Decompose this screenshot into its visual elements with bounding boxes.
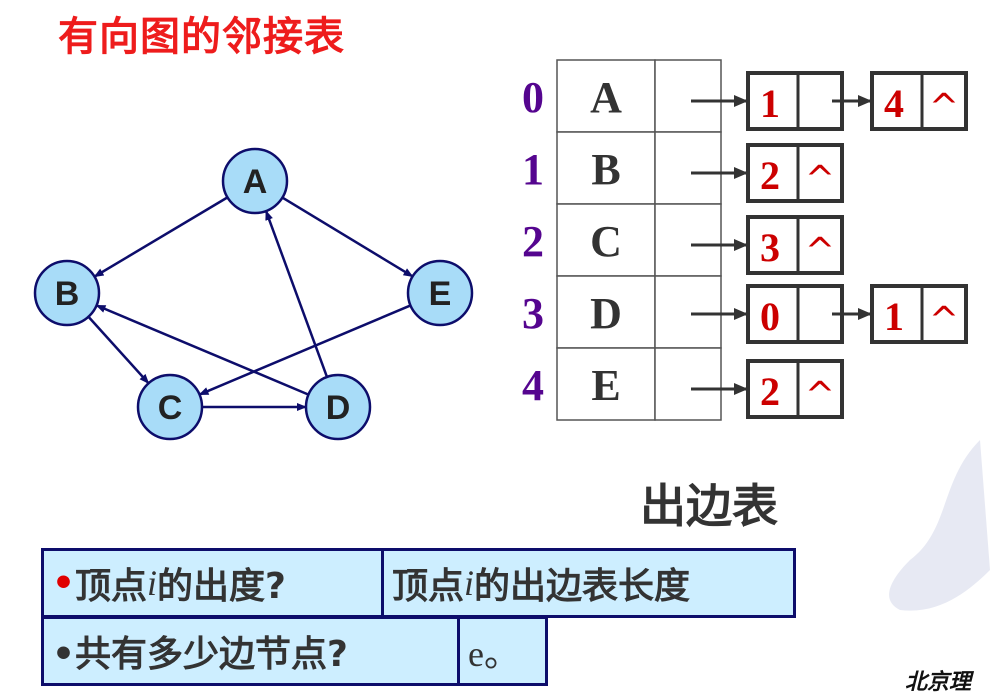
vertex-index: 1	[522, 145, 544, 194]
adjacent-vertex-index: 1	[884, 294, 904, 339]
edge-A-E	[281, 196, 414, 278]
adjacent-vertex-index: 2	[760, 153, 780, 198]
adjacent-vertex-index: 4	[884, 81, 904, 126]
graph-node-label: D	[326, 389, 351, 427]
first-edge-pointer-cell	[654, 59, 722, 133]
edge-node	[746, 359, 844, 419]
vertex-index: 4	[522, 361, 544, 410]
q1-text: 顶点	[75, 566, 148, 607]
first-edge-pointer-cell	[654, 131, 722, 205]
vertex-label: A	[590, 73, 622, 122]
edge-D-B	[95, 304, 309, 396]
university-emblem-watermark	[880, 440, 990, 620]
null-pointer-symbol: ^	[929, 300, 959, 341]
q1-var: i	[147, 563, 158, 603]
slide-title: 有向图的邻接表	[58, 14, 345, 60]
vertex-cell	[556, 347, 656, 421]
null-pointer-symbol: ^	[805, 159, 835, 200]
vertex-cell	[556, 59, 656, 133]
edge-D-A	[264, 210, 329, 378]
edge-node	[746, 143, 844, 203]
edge-node	[746, 215, 844, 275]
a1-text-post: 的出边表长度	[474, 566, 691, 607]
graph-node-label: B	[55, 275, 80, 313]
graph-node-B	[33, 259, 101, 327]
adjacent-vertex-index: 0	[760, 294, 780, 339]
a1-text: 顶点	[392, 566, 465, 607]
edge-node	[870, 71, 968, 131]
vertex-label: B	[591, 145, 620, 194]
adjacent-vertex-index: 3	[760, 225, 780, 270]
first-edge-pointer-cell	[654, 275, 722, 349]
vertex-label: E	[591, 361, 620, 410]
first-edge-pointer-cell	[654, 347, 722, 421]
out-edge-table-label: 出边表	[640, 479, 778, 533]
university-logo-text: 北京理	[905, 669, 972, 695]
vertex-label: C	[590, 217, 622, 266]
graph-node-E	[406, 259, 474, 327]
graph-node-label: C	[158, 389, 183, 427]
edge-A-B	[93, 196, 229, 278]
graph-node-A	[221, 147, 289, 215]
answer-out-degree: 顶点 i 的出边表长度	[381, 548, 796, 618]
graph-node-C	[136, 373, 204, 441]
question-edge-count: •共有多少边节点?	[41, 616, 461, 686]
edge-E-C	[198, 304, 412, 396]
vertex-index: 2	[522, 217, 544, 266]
vertex-label: D	[590, 289, 622, 338]
a2-text: e。	[468, 634, 520, 674]
null-pointer-symbol: ^	[805, 231, 835, 272]
edge-node	[870, 284, 968, 344]
q1-text-post: 的出度?	[157, 566, 286, 607]
edge-B-C	[87, 315, 150, 385]
adjacent-vertex-index: 2	[760, 369, 780, 414]
vertex-index: 0	[522, 73, 544, 122]
null-pointer-symbol: ^	[805, 375, 835, 416]
graph-node-D	[304, 373, 372, 441]
adjacent-vertex-index: 1	[760, 81, 780, 126]
q2-text: •共有多少边节点?	[52, 634, 348, 675]
answer-edge-count: e。	[457, 616, 548, 686]
vertex-index: 3	[522, 289, 544, 338]
graph-node-label: A	[243, 163, 268, 201]
a1-var: i	[464, 563, 475, 603]
null-pointer-symbol: ^	[929, 87, 959, 128]
first-edge-pointer-cell	[654, 203, 722, 277]
graph-node-label: E	[429, 275, 452, 313]
bullet: •	[52, 562, 76, 604]
vertex-cell	[556, 275, 656, 349]
question-out-degree: •顶点 i 的出度?	[41, 548, 384, 618]
